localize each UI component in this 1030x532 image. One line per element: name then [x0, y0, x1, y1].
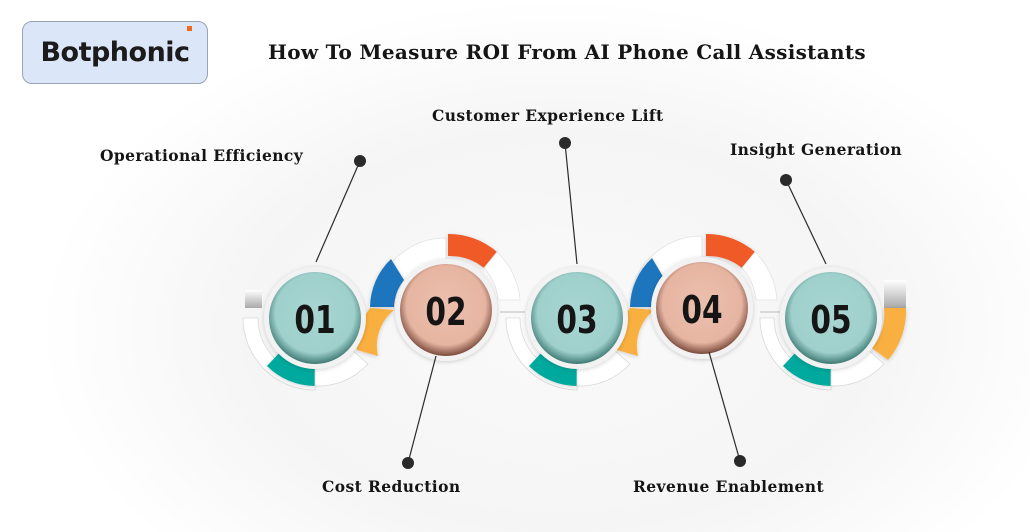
step-03-label: Customer Experience Lift	[432, 106, 664, 125]
step-02-circle	[395, 259, 497, 361]
connector-dot-04	[734, 455, 746, 467]
step-05-label: Insight Generation	[730, 140, 903, 159]
connector-dot-02	[402, 457, 414, 469]
step-01-label: Operational Efficiency	[100, 146, 304, 165]
step-05-number: 05	[810, 298, 851, 343]
step-03-circle	[526, 267, 628, 369]
step-05-ring	[759, 280, 907, 391]
step-01-ring	[242, 290, 369, 391]
step-04-label: Revenue Enablement	[633, 477, 825, 496]
step-02-number: 02	[425, 290, 466, 335]
botphonic-logo: Botphonic	[22, 21, 208, 84]
step-02-label: Cost Reduction	[322, 477, 461, 496]
step-04-number: 04	[681, 288, 722, 333]
connectors	[315, 142, 827, 464]
step-01-circle	[264, 267, 366, 369]
logo-text: Botphonic	[40, 37, 190, 68]
step-05-circle	[780, 267, 882, 369]
page-title: How To Measure ROI From AI Phone Call As…	[268, 40, 866, 64]
connector-dot-03	[559, 137, 571, 149]
logo-accent-dot	[187, 26, 192, 31]
connector-dot-01	[354, 155, 366, 167]
step-01-number: 01	[294, 298, 335, 343]
step-03-ring	[505, 317, 631, 391]
step-03-number: 03	[556, 298, 597, 343]
connector-dot-05	[780, 174, 792, 186]
step-04-circle	[651, 257, 753, 359]
